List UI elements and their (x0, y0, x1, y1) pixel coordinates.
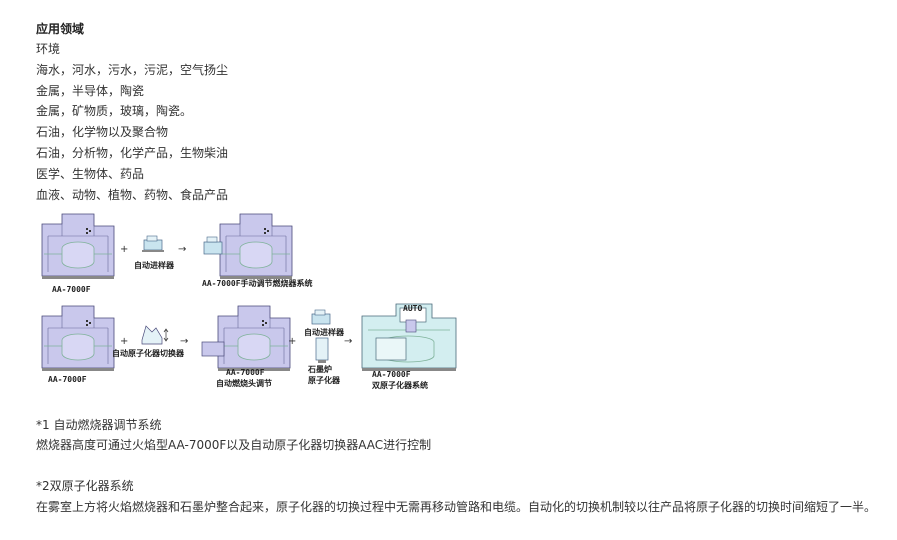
unit-label: AA-7000F (52, 285, 91, 294)
application-line: 海水，河水，污水，污泥，空气扬尘 (36, 63, 229, 77)
application-line: 环境 (36, 42, 61, 56)
arrow: → (180, 336, 188, 347)
graphite-furnace-label: 原子化器 (308, 375, 341, 385)
note-title: *1 自动燃烧器调节系统 (36, 418, 162, 432)
system-configuration-diagram: AA-7000F + 自动进样器 → AA-7000F手动调节燃烧器系统 AA-… (41, 213, 457, 390)
application-line: 石油，分析物，化学产品，生物柴油 (36, 146, 229, 160)
autosampler-label: 自动进样器 (304, 327, 345, 337)
autosampler-label: 自动进样器 (134, 260, 175, 270)
autosampler-image (311, 309, 331, 325)
arrow: → (178, 244, 186, 255)
note-text: 在雾室上方将火焰燃烧器和石墨炉整合起来，原子化器的切换过程中无需再移动管路和电缆… (36, 500, 877, 514)
note-text: 燃烧器高度可通过火焰型AA-7000F以及自动原子化器切换器AAC进行控制 (36, 438, 432, 452)
note-title: *2双原子化器系统 (36, 479, 134, 493)
unit-label: AA-7000F (48, 375, 87, 384)
result-label: AA-7000F手动调节燃烧器系统 (202, 278, 313, 288)
section-title: 应用领域 (36, 22, 85, 36)
mid-label: 自动燃烧头调节 (216, 378, 272, 388)
graphite-furnace-label: 石墨炉 (307, 364, 332, 374)
atomizer-changer-label: 自动原子化器切换器 (112, 348, 185, 358)
auto-burner-adjust-image (201, 305, 291, 372)
aa-7000f-unit-image (41, 305, 115, 372)
result-label: AA-7000F (372, 370, 411, 379)
application-line: 金属，半导体，陶瓷 (36, 84, 145, 98)
result-label: 双原子化器系统 (372, 380, 428, 390)
graphite-furnace-image (315, 337, 329, 363)
aa-7000f-unit-image (41, 213, 115, 280)
plus-sign: + (120, 244, 128, 255)
auto-badge: AUTO (403, 304, 422, 313)
dual-atomizer-system-image (361, 303, 457, 371)
application-line: 医学、生物体、药品 (36, 167, 145, 181)
application-line: 石油，化学物以及聚合物 (36, 125, 169, 139)
autosampler-image (142, 235, 164, 252)
mid-label: AA-7000F (226, 368, 265, 377)
manual-burner-system-image (203, 213, 293, 280)
application-line: 血液、动物、植物、药物、食品产品 (36, 188, 229, 202)
application-line: 金属，矿物质，玻璃，陶瓷。 (36, 104, 193, 118)
atomizer-changer-image (141, 325, 169, 345)
arrow: → (344, 336, 352, 347)
plus-sign: + (288, 336, 296, 347)
plus-sign: + (120, 336, 128, 347)
